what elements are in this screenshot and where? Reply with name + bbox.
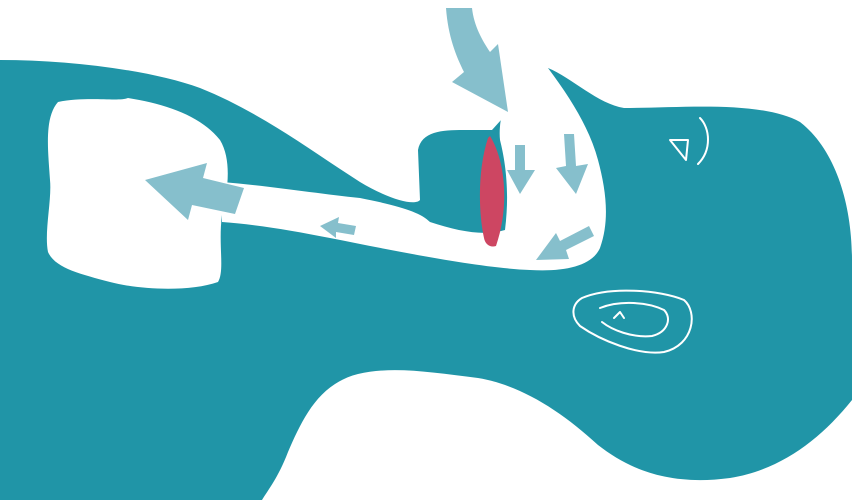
airflow-arrow-entering xyxy=(446,8,508,112)
